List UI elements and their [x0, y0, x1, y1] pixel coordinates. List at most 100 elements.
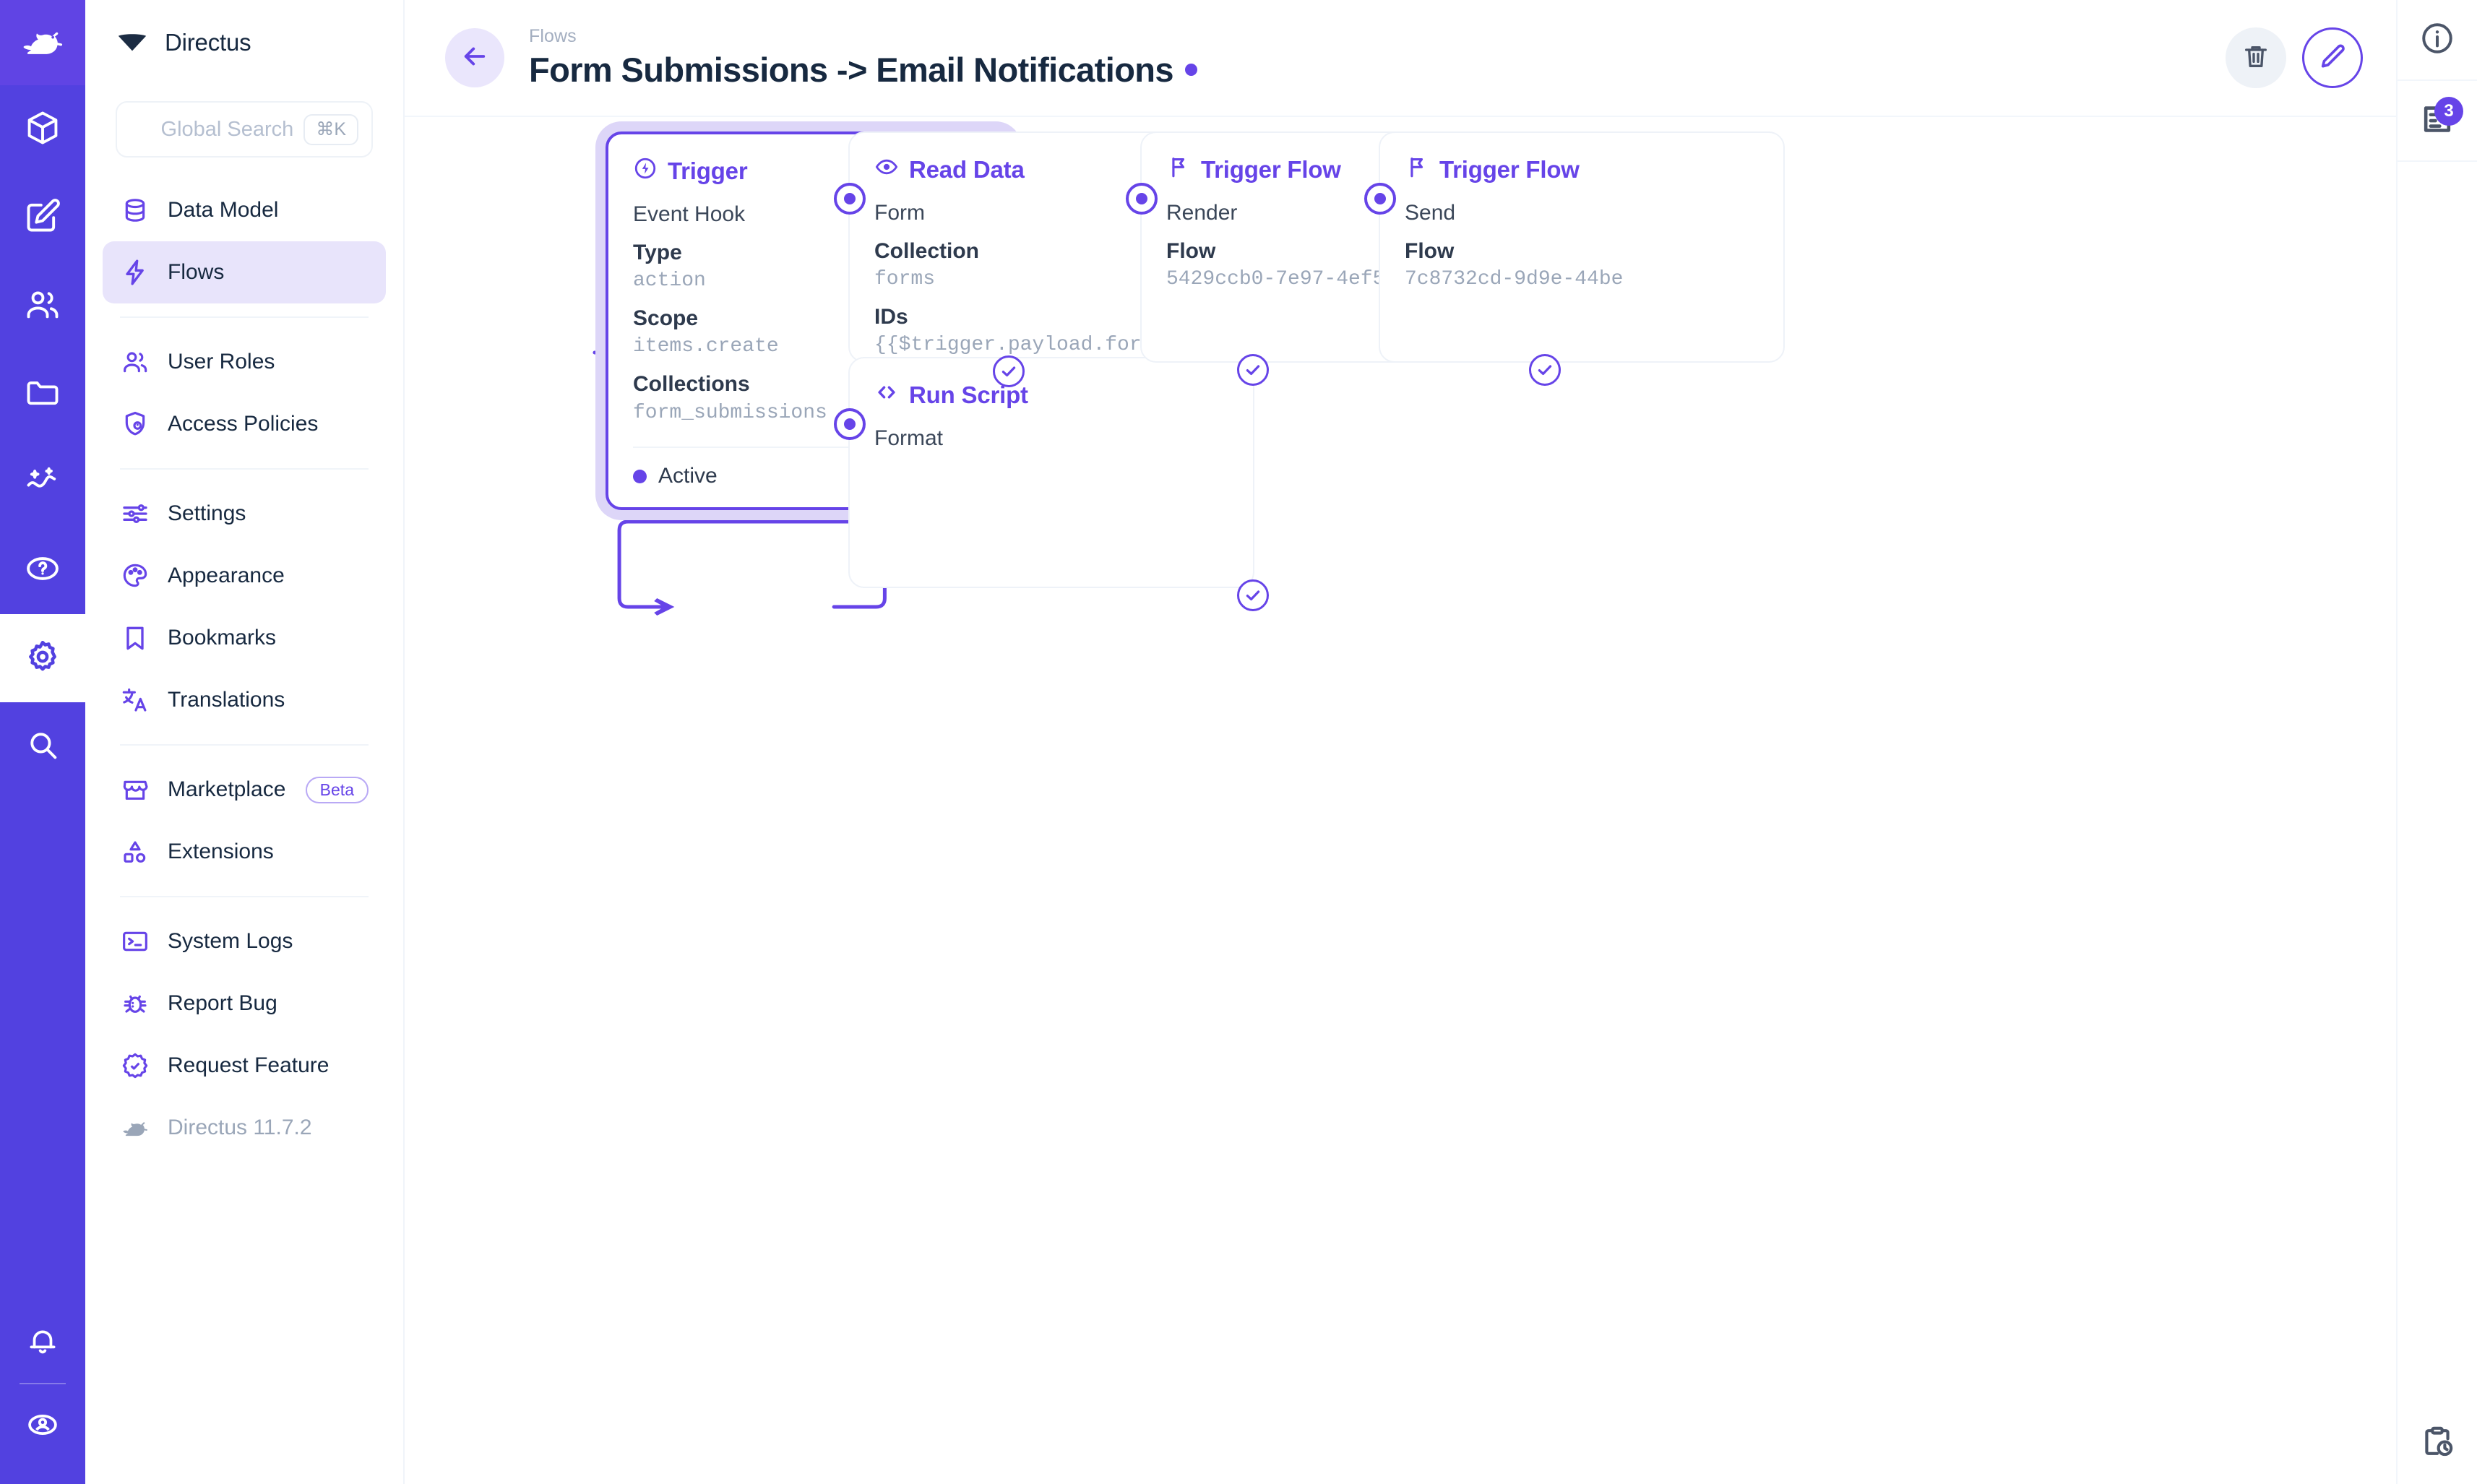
arrow-left-icon: [460, 41, 490, 75]
module-bar: [0, 0, 85, 1484]
flow-node-type-label: Trigger Flow: [1201, 156, 1341, 183]
flow-node-subtitle: Event Hook: [633, 202, 746, 226]
sidebar-item-label: Appearance: [168, 564, 285, 587]
field-label: Collections: [633, 372, 750, 397]
module-item-help[interactable]: [0, 526, 85, 614]
breadcrumb[interactable]: Flows: [529, 26, 577, 46]
directus-rabbit-logo-icon: [20, 18, 66, 68]
sidebar-item-appearance[interactable]: Appearance: [103, 545, 386, 607]
people-icon: [120, 347, 150, 377]
port-input-run-script[interactable]: [834, 408, 866, 440]
module-item-settings[interactable]: [0, 614, 85, 702]
sidebar-item-label: Directus 11.7.2: [168, 1116, 312, 1139]
sidebar-item-label: Request Feature: [168, 1053, 329, 1077]
module-item-notifications[interactable]: [0, 1303, 85, 1379]
port-resolve-trigger[interactable]: [993, 355, 1025, 387]
field-label: IDs: [874, 304, 908, 329]
port-resolve-read-data[interactable]: [1237, 354, 1269, 386]
info-button[interactable]: [2397, 0, 2477, 81]
global-search-input[interactable]: Global Search ⌘K: [116, 101, 373, 158]
port-resolve-run-script[interactable]: [1237, 579, 1269, 611]
sidebar-item-label: Marketplace: [168, 777, 286, 801]
bug-icon: [120, 988, 150, 1019]
logs-button[interactable]: 3: [2397, 81, 2477, 162]
port-input-read-data[interactable]: [834, 183, 866, 215]
pencil-icon: [2318, 42, 2347, 74]
flow-node-trigger-flow-send[interactable]: Trigger Flow Send Flow 7c8732cd-9d9e-44b…: [1364, 131, 1785, 363]
sidebar-item-data-model[interactable]: Data Model: [103, 179, 386, 241]
rabbit-icon: [120, 1113, 150, 1143]
sidebar-item-label: Data Model: [168, 198, 279, 222]
eye-icon: [874, 155, 899, 185]
info-circle-icon: [2419, 20, 2455, 60]
port-input-trigger-flow-render[interactable]: [1126, 183, 1158, 215]
field-value: {{$trigger.payload.form}}: [874, 334, 1179, 357]
module-logo[interactable]: [0, 0, 85, 85]
sidebar-item-system-logs[interactable]: System Logs: [103, 910, 386, 972]
back-button[interactable]: [445, 28, 504, 87]
main-area: Flows Form Submissions -> Email Notifica…: [405, 0, 2396, 1484]
project-header[interactable]: Directus: [85, 0, 403, 85]
sidebar-item-access-policies[interactable]: Access Policies: [103, 393, 386, 455]
sidebar-item-settings[interactable]: Settings: [103, 483, 386, 545]
sidebar-item-label: System Logs: [168, 929, 293, 953]
port-input-trigger-flow-send[interactable]: [1364, 183, 1396, 215]
activity-button[interactable]: [2397, 1403, 2477, 1484]
user-circle-icon: [25, 1407, 61, 1446]
flow-canvas[interactable]: Trigger Event Hook Type action Scope ite…: [405, 117, 2396, 1484]
status-label: Active: [658, 464, 718, 488]
question-circle-icon: [24, 550, 61, 591]
module-item-search[interactable]: [0, 702, 85, 790]
sidebar-item-translations[interactable]: Translations: [103, 669, 386, 731]
shield-user-icon: [120, 409, 150, 439]
sidebar-item-marketplace[interactable]: Marketplace Beta: [103, 759, 386, 821]
translate-icon: [120, 685, 150, 715]
port-resolve-trigger-flow-render[interactable]: [1529, 354, 1561, 386]
module-item-account[interactable]: [0, 1389, 85, 1464]
sidebar-divider: [120, 316, 369, 318]
module-item-files[interactable]: [0, 350, 85, 438]
folder-icon: [24, 374, 61, 415]
flow-node-run-script[interactable]: Run Script Format: [834, 357, 1269, 611]
gear-icon: [23, 637, 62, 680]
flow-node-type-label: Trigger Flow: [1439, 156, 1580, 183]
sidebar-item-label: Extensions: [168, 840, 274, 863]
database-icon: [120, 195, 150, 225]
sidebar-item-flows[interactable]: Flows: [103, 241, 386, 303]
field-value: items.create: [633, 335, 779, 358]
flow-node-subtitle: Send: [1405, 201, 1456, 225]
sidebar-item-label: Translations: [168, 688, 285, 712]
field-label: Collection: [874, 238, 980, 263]
module-item-content[interactable]: [0, 85, 85, 173]
field-value: action: [633, 269, 706, 292]
module-item-users[interactable]: [0, 262, 85, 350]
palette-icon: [120, 561, 150, 591]
sidebar-item-user-roles[interactable]: User Roles: [103, 331, 386, 393]
module-item-editor[interactable]: [0, 173, 85, 262]
sidebar-item-label: Flows: [168, 260, 225, 284]
edit-flow-button[interactable]: [2302, 27, 2363, 88]
sidebar-item-label: Report Bug: [168, 991, 277, 1015]
trash-icon: [2241, 42, 2270, 74]
bell-icon: [25, 1321, 61, 1361]
status-dot-icon: [633, 469, 647, 483]
sidebar-item-extensions[interactable]: Extensions: [103, 821, 386, 883]
sidebar-item-report-bug[interactable]: Report Bug: [103, 972, 386, 1035]
sidebar-item-label: Bookmarks: [168, 626, 277, 650]
flow-node-type-label: Trigger: [668, 158, 748, 184]
delete-flow-button[interactable]: [2226, 27, 2286, 88]
project-logo-icon: [116, 25, 149, 61]
field-value: form_submissions: [633, 401, 827, 424]
flag-icon: [1166, 155, 1191, 185]
module-item-insights[interactable]: [0, 438, 85, 526]
flow-node-trigger-flow-render[interactable]: Trigger Flow Render Flow 5429ccb0-7e97-4…: [1126, 131, 1561, 386]
unsaved-changes-dot: [1184, 64, 1197, 76]
sidebar-item-bookmarks[interactable]: Bookmarks: [103, 607, 386, 669]
sidebar-item-label: Access Policies: [168, 412, 319, 436]
clipboard-clock-icon: [2419, 1424, 2455, 1464]
navigation-sidebar: Directus Global Search ⌘K Data Model Flo…: [85, 0, 405, 1484]
sidebar-item-request-feature[interactable]: Request Feature: [103, 1035, 386, 1097]
page-header: Flows Form Submissions -> Email Notifica…: [405, 0, 2396, 117]
field-label: Flow: [1166, 238, 1216, 263]
